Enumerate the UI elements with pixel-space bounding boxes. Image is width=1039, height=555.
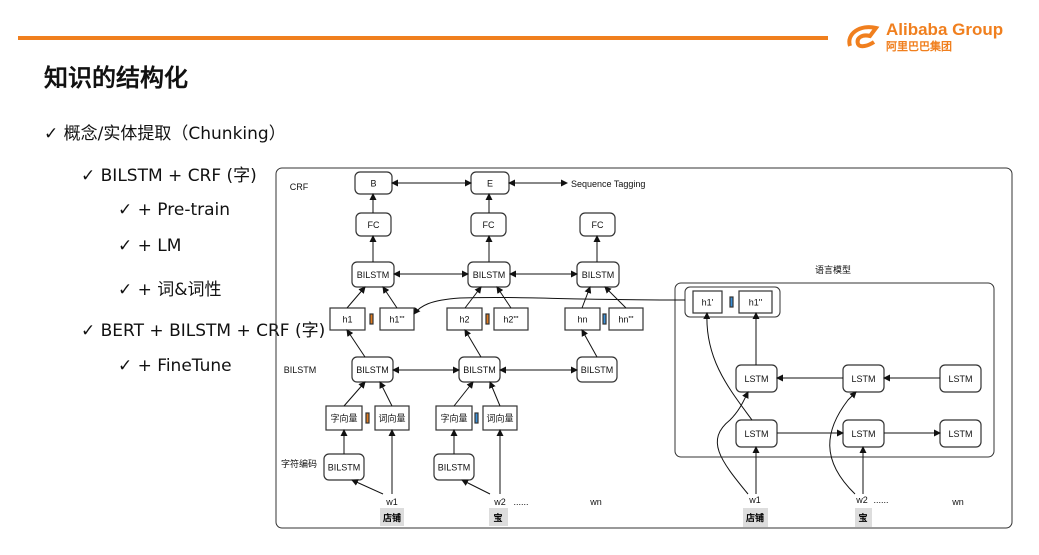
fc-label: FC [368, 220, 380, 230]
bullet-lm: ✓ + LM [118, 236, 182, 256]
bilstm-top-label: BILSTM [473, 270, 506, 280]
token-bao: 宝 [493, 512, 502, 523]
lstm-forward-label: LSTM [851, 429, 875, 439]
bullet-pretrain: ✓ + Pre-train [118, 200, 231, 220]
h1-double-prime-label: h1'' [749, 298, 763, 308]
concat-separator [485, 313, 490, 325]
concat-separator [365, 412, 370, 424]
arrow [343, 381, 366, 407]
token-dianpu: 店铺 [383, 512, 401, 523]
h2-label: h2 [459, 315, 469, 325]
arrow [379, 381, 393, 407]
h2-ppp-label: h2''' [503, 315, 518, 325]
header-accent-line [18, 36, 828, 40]
arrow [453, 381, 474, 407]
bilstm-char-label: BILSTM [328, 463, 361, 473]
concat-separator [369, 313, 374, 325]
bullet-word-pos: ✓ + 词&词性 [118, 280, 222, 300]
bullet-bilstm-crf: ✓ BILSTM + CRF (字) [81, 166, 257, 186]
char-encoding-label: 字符编码 [281, 458, 317, 469]
arrow [413, 296, 686, 315]
lstm-backward-label: LSTM [948, 374, 972, 384]
lstm-backward-label: LSTM [851, 374, 875, 384]
ellipsis: ...... [513, 497, 528, 507]
w2-label: w2 [855, 495, 868, 505]
bilstm-top-label: BILSTM [582, 270, 615, 280]
bilstm-mid-label: BILSTM [581, 365, 614, 375]
lstm-forward-label: LSTM [948, 429, 972, 439]
svg-text:Alibaba Group: Alibaba Group [886, 20, 1003, 39]
word-vector-label: 词向量 [486, 413, 513, 424]
arrow [382, 286, 398, 309]
arrow [489, 381, 501, 407]
hn-label: hn [577, 315, 587, 325]
w2-label: w2 [493, 497, 506, 507]
char-vector-box [325, 405, 363, 431]
crf-layer-label: CRF [290, 182, 309, 192]
fc-label: FC [483, 220, 495, 230]
arrow [581, 329, 598, 358]
lstm-backward-label: LSTM [744, 374, 768, 384]
arrow [716, 391, 749, 495]
hn-ppp-label: hn''' [618, 315, 633, 325]
bullet-bert: ✓ BERT + BILSTM + CRF (字) [81, 321, 326, 341]
page-title: 知识的结构化 [44, 64, 188, 92]
h1-concat-group [684, 286, 781, 318]
wn-label: wn [589, 497, 602, 507]
lstm-forward-label: LSTM [744, 429, 768, 439]
bullet-chunking: ✓ 概念/实体提取（Chunking） [44, 124, 286, 144]
h1-label: h1 [342, 315, 352, 325]
language-model-frame [674, 282, 995, 458]
bullet-finetune: ✓ + FineTune [118, 356, 232, 376]
crf-b-label: B [370, 179, 376, 189]
sequence-tagging-label: Sequence Tagging [571, 179, 645, 189]
arrow [461, 479, 491, 495]
diagram-frame [275, 167, 1013, 529]
ellipsis: ...... [873, 495, 888, 505]
concat-separator [474, 412, 479, 424]
bilstm-char-label: BILSTM [438, 463, 471, 473]
char-vector-box [435, 405, 473, 431]
arrow [464, 329, 482, 358]
bilstm-layer-label: BILSTM [284, 365, 317, 375]
crf-e-label: E [487, 179, 493, 189]
word-vector-box [482, 405, 518, 431]
bilstm-top-label: BILSTM [357, 270, 390, 280]
w1-label: w1 [748, 495, 761, 505]
h1-prime-label: h1' [702, 298, 714, 308]
arrow [703, 312, 753, 421]
alibaba-group-logo: Alibaba Group 阿里巴巴集团 [847, 20, 1003, 53]
svg-text:阿里巴巴集团: 阿里巴巴集团 [886, 39, 952, 53]
char-vector-label: 字向量 [330, 413, 357, 424]
token-dianpu: 店铺 [746, 512, 764, 523]
arrow [604, 286, 627, 309]
fc-label: FC [592, 220, 604, 230]
token-bao: 宝 [858, 512, 867, 523]
arrow [346, 286, 366, 309]
arrow [581, 286, 592, 309]
bilstm-mid-label: BILSTM [356, 365, 389, 375]
wn-label: wn [951, 497, 964, 507]
concat-separator [729, 296, 734, 308]
concat-separator [602, 313, 607, 325]
arrow [351, 479, 384, 495]
h1-ppp-label: h1''' [389, 315, 404, 325]
language-model-label: 语言模型 [815, 264, 851, 275]
char-vector-label: 字向量 [440, 413, 467, 424]
arrow [346, 329, 366, 358]
w1-label: w1 [385, 497, 398, 507]
word-vector-label: 词向量 [378, 413, 405, 424]
bilstm-mid-label: BILSTM [463, 365, 496, 375]
arrow [829, 391, 857, 495]
